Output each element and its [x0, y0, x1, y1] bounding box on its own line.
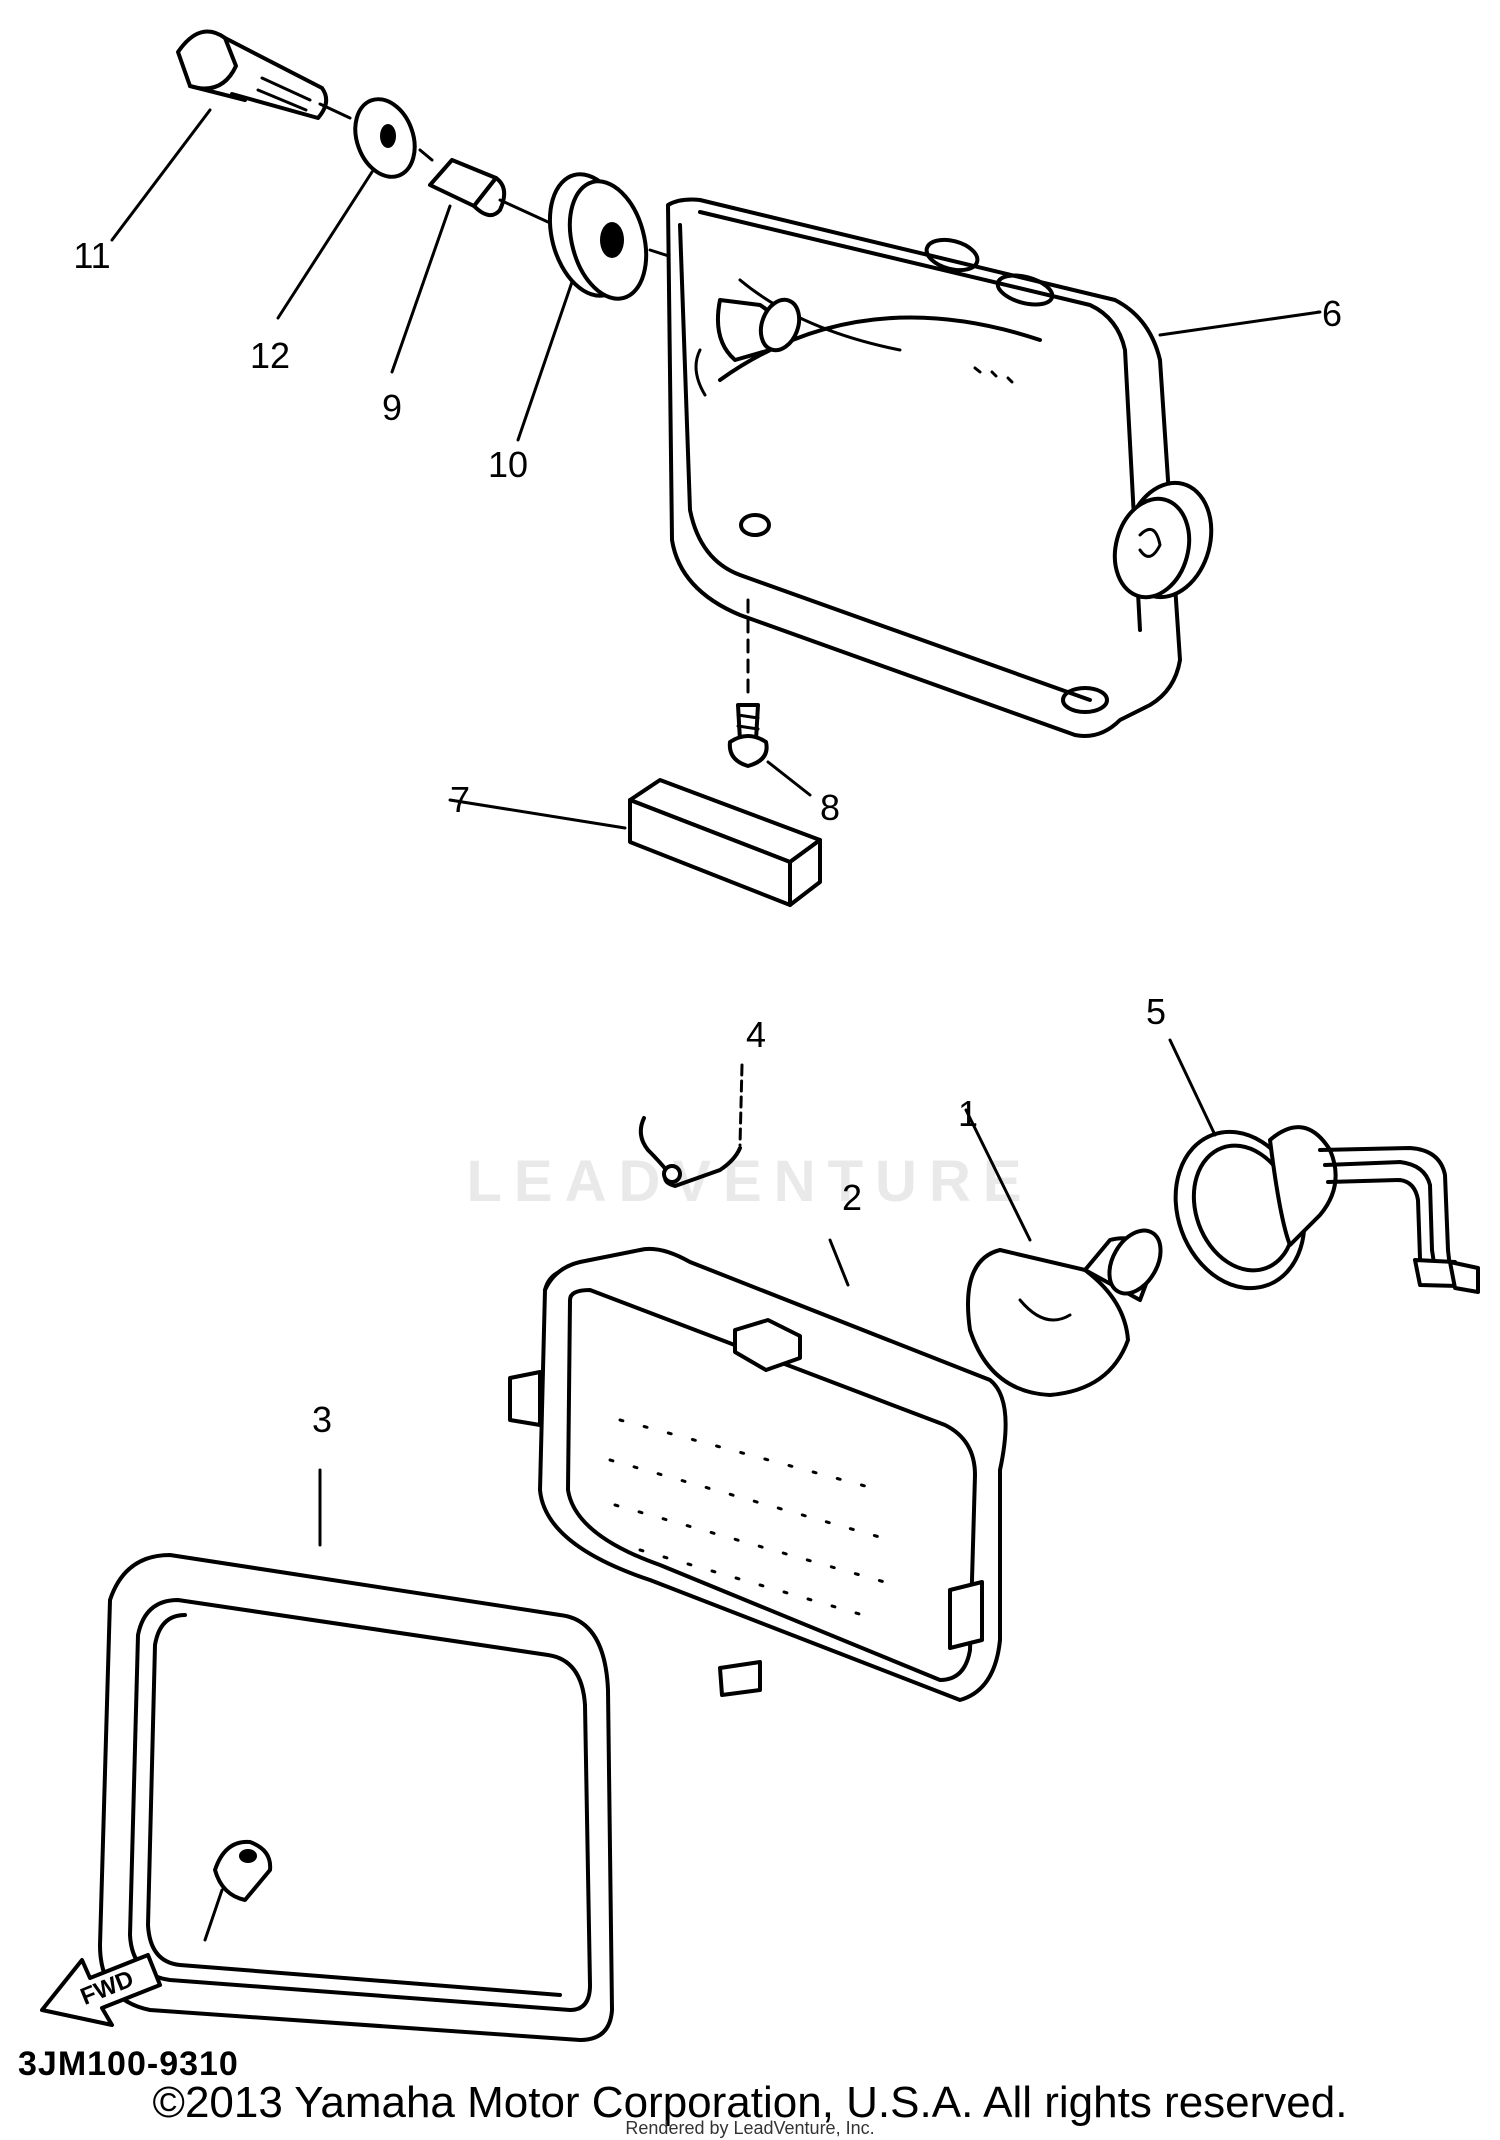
forward-arrow-icon: [40, 1953, 162, 2027]
screw-part-8[interactable]: [727, 598, 812, 797]
socket-part-5[interactable]: [1154, 1038, 1480, 1306]
diagram-code: 3JM100-9310: [18, 2045, 239, 2083]
callout-4[interactable]: 4: [745, 1014, 767, 1055]
callout-10[interactable]: 10: [487, 444, 529, 485]
callout-1[interactable]: 1: [957, 1093, 979, 1134]
callout-7[interactable]: 7: [449, 779, 471, 820]
render-credit: Rendered by LeadVenture, Inc.: [625, 2118, 875, 2138]
collar-part-9[interactable]: [390, 158, 507, 374]
copyright-notice: ©2013 Yamaha Motor Corporation, U.S.A. A…: [152, 2078, 1348, 2127]
spring-clip-part-4[interactable]: [638, 1063, 744, 1188]
headlight-unit-part-2[interactable]: [508, 1238, 1008, 1702]
callout-8[interactable]: 8: [819, 787, 841, 828]
washer-part-12[interactable]: [276, 91, 425, 320]
callout-12[interactable]: 12: [249, 335, 291, 376]
bulb-part-1[interactable]: [964, 1108, 1171, 1397]
pad-part-7[interactable]: [448, 778, 822, 907]
bolt-part-11[interactable]: [110, 29, 329, 242]
callout-11[interactable]: 11: [73, 235, 111, 276]
leadventure-watermark: LEADVENTURE: [466, 1149, 1034, 1214]
callout-9[interactable]: 9: [381, 387, 403, 428]
headlight-housing-part-6[interactable]: [666, 197, 1322, 738]
grommet-part-10[interactable]: [516, 165, 658, 442]
callout-3[interactable]: 3: [311, 1399, 333, 1440]
callout-2[interactable]: 2: [841, 1177, 863, 1218]
rim-part-3[interactable]: [98, 1468, 614, 2042]
callout-6[interactable]: 6: [1321, 293, 1343, 334]
callout-5[interactable]: 5: [1145, 991, 1167, 1032]
